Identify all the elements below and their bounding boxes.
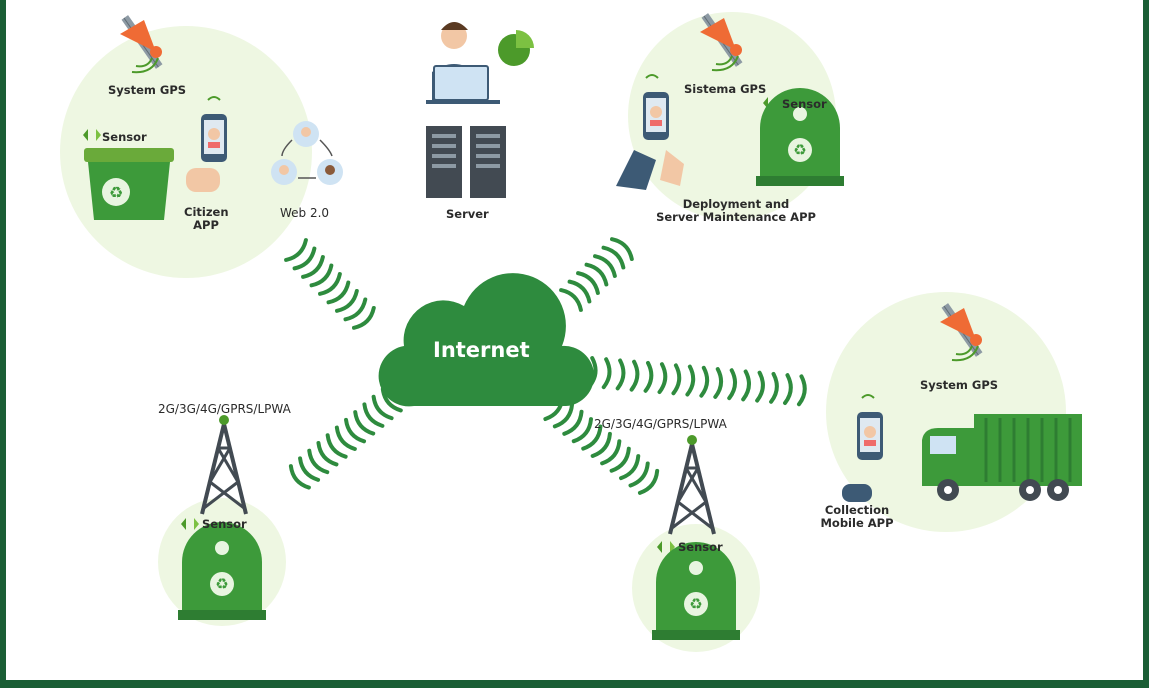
tower-left-sensor-label: Sensor (202, 517, 247, 531)
internet-label: Internet (433, 338, 530, 362)
collection-app-label-line1: Collection (824, 503, 890, 517)
citizen-app-label-line1: Citizen (184, 205, 229, 219)
svg-text:♻: ♻ (109, 183, 123, 202)
tower-right-network-label: 2G/3G/4G/GPRS/LPWA (594, 417, 727, 431)
recycle-bin-icon: ♻ (84, 148, 174, 220)
cell-tower-icon (668, 433, 716, 536)
recycle-bin-icon (652, 542, 740, 640)
recycle-bin-icon (178, 522, 266, 620)
wave-to-tower-right (543, 394, 663, 498)
phone-in-hand-icon (842, 394, 883, 502)
tower-right-sensor-label: Sensor (678, 540, 723, 554)
garbage-truck-icon (922, 414, 1082, 501)
wave-to-citizen (286, 240, 377, 331)
deployment-app-label-line2: Server Maintenance APP (656, 210, 816, 224)
server-label: Server (446, 207, 489, 221)
wave-to-collection (587, 356, 808, 407)
internet-cloud-icon (378, 273, 595, 407)
server-user-icon (426, 22, 500, 104)
deployment-gps-label: Sistema GPS (684, 82, 767, 96)
collection-app-label-line2: Mobile APP (820, 516, 894, 530)
deployment-app-label-line1: Deployment and (682, 197, 790, 211)
phone-tap-icon (616, 74, 684, 190)
tower-left-network-label: 2G/3G/4G/GPRS/LPWA (158, 402, 291, 416)
web-community-icon (271, 121, 343, 185)
wave-to-deployment (561, 236, 635, 310)
server-rack-icon (426, 126, 506, 198)
web-label: Web 2.0 (280, 206, 330, 220)
pie-chart-icon (498, 30, 534, 66)
iot-network-diagram: ♻ (6, 0, 1143, 680)
deployment-sensor-label: Sensor (782, 97, 827, 111)
collection-gps-label: System GPS (920, 378, 999, 392)
citizen-sensor-label: Sensor (102, 130, 147, 144)
citizen-app-label-line2: APP (193, 218, 219, 232)
citizen-gps-label: System GPS (108, 83, 187, 97)
phone-in-hand-icon (186, 96, 227, 192)
